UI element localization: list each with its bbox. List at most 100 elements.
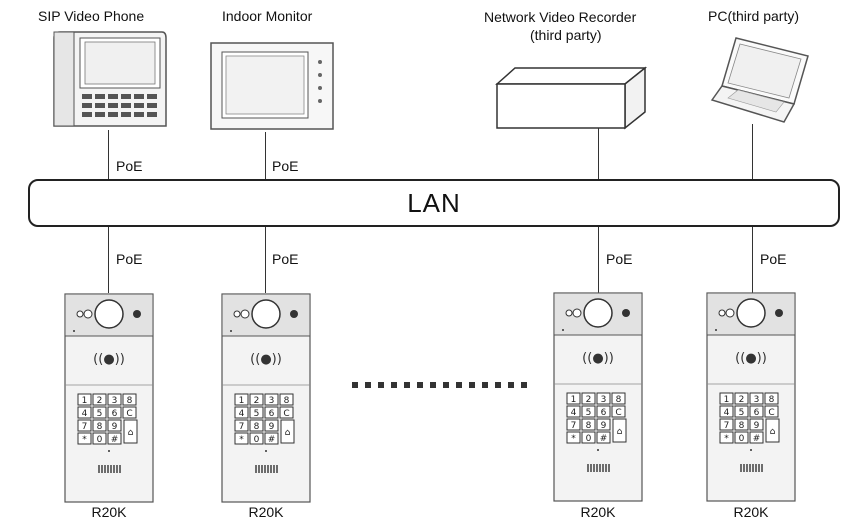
svg-text:4: 4: [571, 408, 577, 418]
indoor-monitor-label: Indoor Monitor: [222, 8, 313, 24]
svg-text:C: C: [283, 409, 289, 419]
door-station-3-label: R20K: [580, 504, 616, 520]
poe-label-sip: PoE: [116, 158, 143, 174]
svg-text:3: 3: [112, 396, 118, 406]
svg-text:8: 8: [97, 422, 103, 432]
poe-label-station1: PoE: [116, 251, 143, 267]
svg-text:5: 5: [97, 409, 103, 419]
station4-connector-line: [752, 227, 753, 293]
svg-text:1: 1: [571, 395, 577, 405]
svg-text:8: 8: [586, 421, 592, 431]
svg-text:8: 8: [769, 395, 775, 405]
poe-label-station4: PoE: [760, 251, 787, 267]
svg-text:0: 0: [97, 435, 103, 445]
svg-text:*: *: [571, 434, 576, 444]
svg-text:0: 0: [739, 434, 745, 444]
svg-text:7: 7: [82, 422, 88, 432]
svg-text:1: 1: [239, 396, 245, 406]
sip-connector-line: [108, 130, 109, 180]
door-station-1-label: R20K: [91, 504, 127, 520]
door-station-2-label: R20K: [248, 504, 284, 520]
nvr-label-line2: (third party): [530, 27, 602, 43]
svg-text:9: 9: [754, 421, 760, 431]
svg-text:9: 9: [601, 421, 607, 431]
poe-label-station3: PoE: [606, 251, 633, 267]
svg-text:7: 7: [724, 421, 730, 431]
nvr-label-line1: Network Video Recorder: [484, 9, 637, 25]
svg-text:8: 8: [284, 396, 290, 406]
svg-text:C: C: [615, 408, 621, 418]
sip-phone-icon: [53, 31, 167, 127]
svg-text:7: 7: [239, 422, 245, 432]
svg-text:5: 5: [586, 408, 592, 418]
svg-text:0: 0: [254, 435, 260, 445]
door-station-4-label: R20K: [733, 504, 769, 520]
svg-text:6: 6: [754, 408, 760, 418]
svg-text:C: C: [768, 408, 774, 418]
svg-text:8: 8: [254, 422, 260, 432]
svg-text:*: *: [239, 435, 244, 445]
svg-text:6: 6: [601, 408, 607, 418]
nvr-icon: [495, 66, 648, 130]
station1-connector-line: [108, 227, 109, 293]
svg-text:8: 8: [739, 421, 745, 431]
svg-text:*: *: [724, 434, 729, 444]
pc-label: PC(third party): [708, 8, 800, 24]
pc-connector-line: [752, 124, 753, 180]
svg-text:3: 3: [601, 395, 607, 405]
svg-text:*: *: [82, 435, 87, 445]
svg-text:0: 0: [586, 434, 592, 444]
station2-connector-line: [265, 227, 266, 293]
indoor-monitor-icon: [210, 42, 334, 130]
svg-text:((●)): ((●)): [93, 352, 125, 367]
lan-bus: LAN: [28, 179, 840, 227]
svg-text:4: 4: [239, 409, 245, 419]
svg-text:5: 5: [739, 408, 745, 418]
svg-text:#: #: [600, 434, 608, 444]
more-stations-ellipsis: [352, 382, 527, 388]
svg-text:3: 3: [754, 395, 760, 405]
svg-text:8: 8: [616, 395, 622, 405]
poe-label-monitor: PoE: [272, 158, 299, 174]
svg-text:((●)): ((●)): [735, 351, 767, 366]
svg-text:5: 5: [254, 409, 260, 419]
svg-text:C: C: [126, 409, 132, 419]
svg-text:⌂: ⌂: [617, 427, 623, 437]
monitor-connector-line: [265, 132, 266, 180]
svg-text:8: 8: [127, 396, 133, 406]
nvr-connector-line: [598, 128, 599, 180]
svg-text:⌂: ⌂: [285, 428, 291, 438]
poe-label-station2: PoE: [272, 251, 299, 267]
svg-text:6: 6: [269, 409, 275, 419]
svg-text:1: 1: [82, 396, 88, 406]
svg-text:7: 7: [571, 421, 577, 431]
svg-text:6: 6: [112, 409, 118, 419]
pc-laptop-icon: [710, 37, 809, 123]
svg-text:#: #: [753, 434, 761, 444]
svg-text:⌂: ⌂: [128, 428, 134, 438]
svg-text:2: 2: [586, 395, 592, 405]
svg-text:#: #: [268, 435, 276, 445]
station3-connector-line: [598, 227, 599, 293]
sip-video-phone-label: SIP Video Phone: [38, 8, 145, 24]
svg-text:4: 4: [724, 408, 730, 418]
svg-text:⌂: ⌂: [770, 427, 776, 437]
svg-text:9: 9: [269, 422, 275, 432]
svg-text:4: 4: [82, 409, 88, 419]
svg-text:2: 2: [739, 395, 745, 405]
svg-text:#: #: [111, 435, 119, 445]
svg-text:9: 9: [112, 422, 118, 432]
lan-label: LAN: [407, 187, 461, 218]
svg-text:2: 2: [97, 396, 103, 406]
svg-text:((●)): ((●)): [582, 351, 614, 366]
svg-text:2: 2: [254, 396, 260, 406]
svg-text:1: 1: [724, 395, 730, 405]
